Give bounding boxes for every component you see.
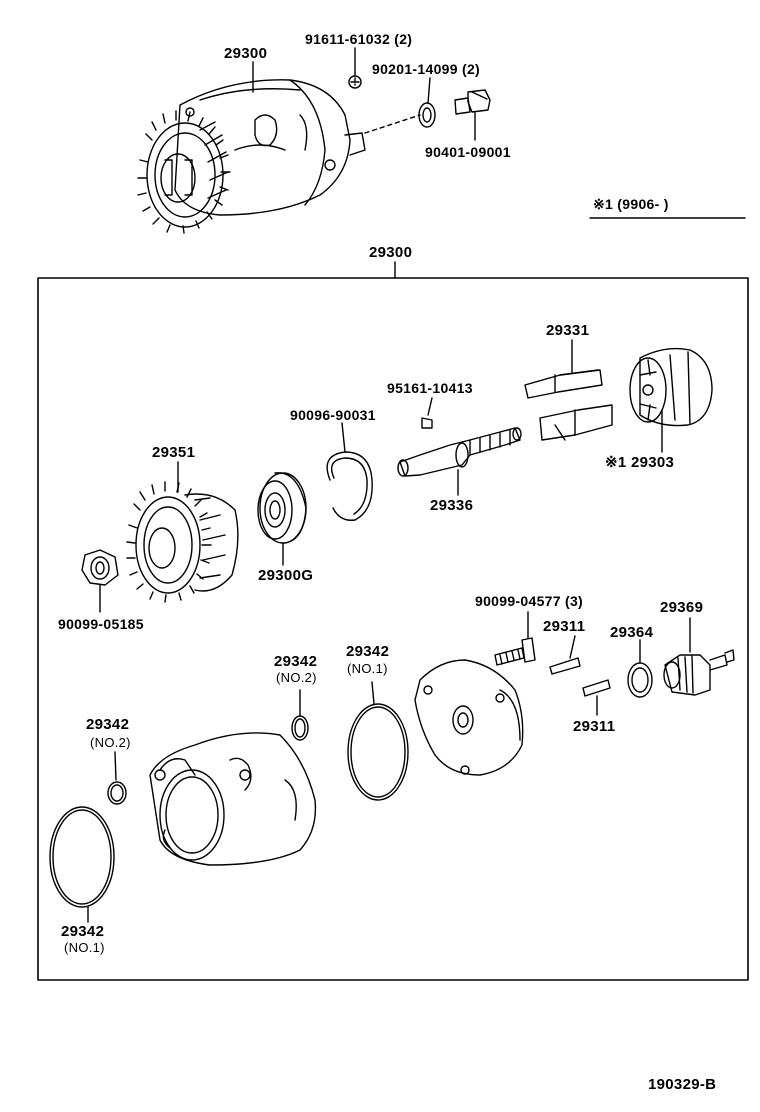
assembly-frame: [37, 277, 749, 981]
label-o-ring-left-no2: 29342: [86, 716, 130, 733]
o-ring-29364: [627, 639, 653, 698]
label-o-ring-29364: 29364: [610, 624, 654, 641]
label-snap-ring: 90096-90031: [290, 407, 376, 423]
shaft: [397, 427, 522, 496]
o-ring-left-no2: [107, 751, 127, 805]
end-plate: [414, 659, 524, 776]
diagram-id: 190329-B: [648, 1076, 717, 1093]
label-rotor: ※1 29303: [605, 454, 675, 471]
pin-upper: [549, 635, 581, 675]
label-bearing: 29300G: [258, 567, 314, 584]
o-ring-center-no1: [347, 681, 409, 801]
label-nut: 90099-05185: [58, 616, 144, 632]
label-assembly-number: 29300: [369, 244, 413, 261]
valve: [663, 617, 735, 696]
pin-lower: [582, 679, 611, 716]
label-o-ring-left-no2-sub: (NO.2): [90, 735, 131, 750]
plate-screw: [494, 611, 536, 666]
label-screw-top: 91611-61032 (2): [305, 31, 413, 47]
label-plate-screw: 90099-04577 (3): [475, 593, 584, 609]
label-washer-top: 90201-14099 (2): [372, 61, 481, 77]
rotor: [629, 347, 713, 453]
label-shaft: 29336: [430, 497, 474, 514]
label-o-ring-center-no1: 29342: [346, 643, 390, 660]
label-o-ring-left-no1: 29342: [61, 923, 105, 940]
gear: [126, 461, 239, 603]
pump-housing: [149, 732, 317, 866]
label-gear: 29351: [152, 444, 196, 461]
label-top-assembly: 29300: [224, 45, 268, 62]
label-valve: 29369: [660, 599, 704, 616]
bearing: [257, 472, 307, 566]
rotor-blades: [524, 339, 613, 441]
nut: [81, 549, 119, 613]
label-o-ring-center-no2-sub: (NO.2): [276, 670, 317, 685]
label-rotor-blades: 29331: [546, 322, 590, 339]
o-ring-left-no1: [49, 806, 115, 923]
key: [421, 397, 433, 429]
note-label: ※1 (9906- ): [593, 196, 669, 212]
label-o-ring-left-no1-sub: (NO.1): [64, 940, 105, 955]
label-pin-lower: 29311: [573, 718, 616, 735]
snap-ring: [326, 422, 373, 521]
o-ring-center-no2: [291, 689, 309, 741]
label-pin-upper: 29311: [543, 618, 586, 635]
label-bolt-top: 90401-09001: [425, 144, 511, 160]
label-o-ring-center-no2: 29342: [274, 653, 318, 670]
top-vacuum-pump-assembly: [137, 47, 491, 234]
label-o-ring-center-no1-sub: (NO.1): [347, 661, 388, 676]
label-key: 95161-10413: [387, 380, 473, 396]
